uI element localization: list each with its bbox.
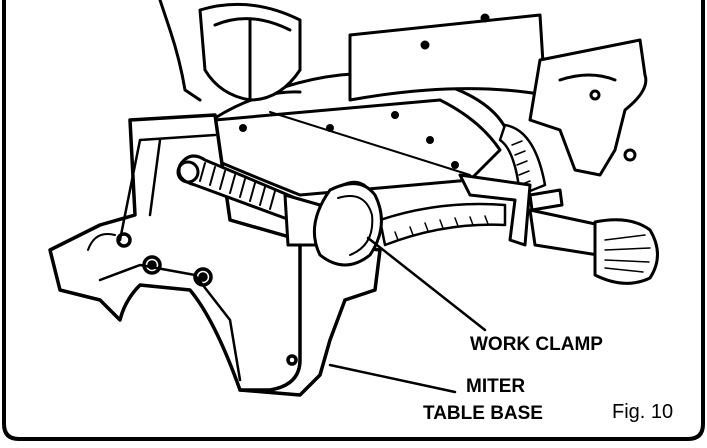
table-top	[213, 98, 502, 197]
miter-scale	[378, 123, 547, 247]
work-clamp-label: WORK CLAMP	[470, 334, 603, 355]
work-clamp-screw	[176, 154, 322, 247]
fence	[348, 13, 547, 102]
motor-housing	[158, 0, 302, 102]
left-base-casting	[48, 113, 302, 392]
work-clamp-knob	[312, 180, 383, 267]
miter-table-base-label-line2: TABLE BASE	[423, 403, 543, 424]
figure-number: Fig. 10	[612, 401, 673, 423]
figure-frame	[2, 0, 705, 441]
miter-lock-handle	[528, 208, 659, 285]
clamp-bracket	[458, 173, 564, 247]
miter-base-leader	[328, 363, 457, 394]
right-base-wing	[528, 38, 648, 177]
miter-table-base-label-line1: MITER	[466, 376, 525, 397]
work-clamp-leader	[366, 236, 487, 332]
